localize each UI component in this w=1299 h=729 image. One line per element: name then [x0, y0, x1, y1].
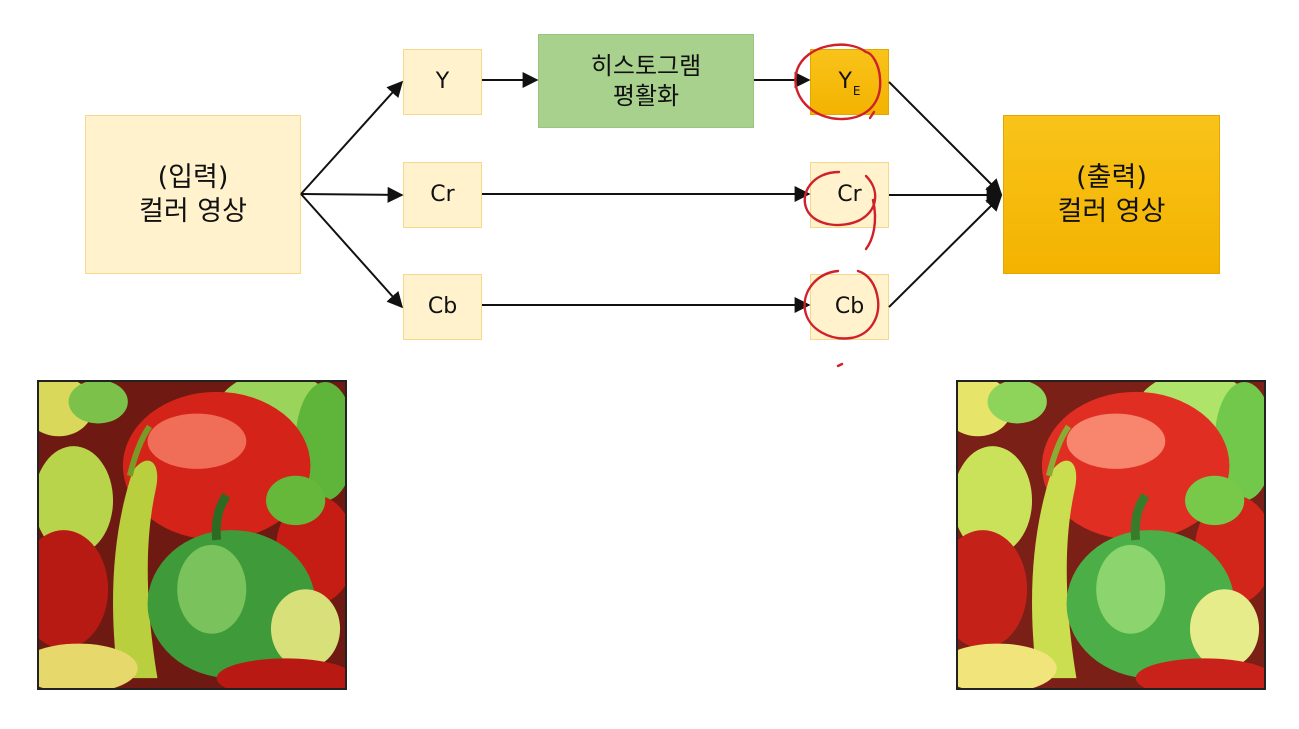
output-color-image-box: (출력) 컬러 영상 [1003, 115, 1220, 274]
arrow-input-to-y [300, 80, 404, 195]
cb-channel-box: Cb [403, 274, 482, 340]
ye-channel-subscript: E [852, 84, 861, 99]
annotation-arc-cb [803, 269, 880, 340]
arrow-ye-to-output [888, 81, 1003, 196]
histogram-equalization-box: 히스토그램 평활화 [538, 34, 754, 128]
cr-channel-box: Cr [403, 162, 482, 228]
cb-channel-label: Cb [427, 294, 458, 320]
cr-channel-label: Cr [430, 182, 455, 208]
arrow-input-to-cr [300, 186, 404, 203]
histogram-label-line1: 히스토그램 [590, 52, 702, 80]
annotation-arc-cr [803, 170, 877, 251]
ye-channel-label: Y [838, 69, 852, 95]
cb-output-channel-box: Cb [810, 274, 889, 340]
y-channel-box: Y [403, 49, 482, 115]
annotation-small-tick [836, 362, 844, 368]
histogram-label-line2: 평활화 [612, 82, 680, 110]
output-peppers-image [956, 380, 1266, 690]
output-box-label-line1: (출력) [1076, 161, 1147, 193]
arrow-input-to-cb [300, 193, 404, 309]
output-box-label-line2: 컬러 영상 [1057, 195, 1166, 227]
annotation-circle-ye [794, 43, 882, 121]
input-color-image-box: (입력) 컬러 영상 [85, 115, 301, 274]
input-peppers-image [37, 380, 347, 690]
input-box-label-line1: (입력) [157, 161, 229, 193]
arrow-cb-output-to-output [888, 194, 1003, 308]
cb-output-channel-label: Cb [834, 294, 865, 320]
input-box-label-line2: 컬러 영상 [139, 195, 247, 227]
y-channel-label: Y [435, 69, 450, 95]
red-annotation-marks [794, 43, 882, 368]
cr-output-channel-label: Cr [837, 182, 862, 208]
